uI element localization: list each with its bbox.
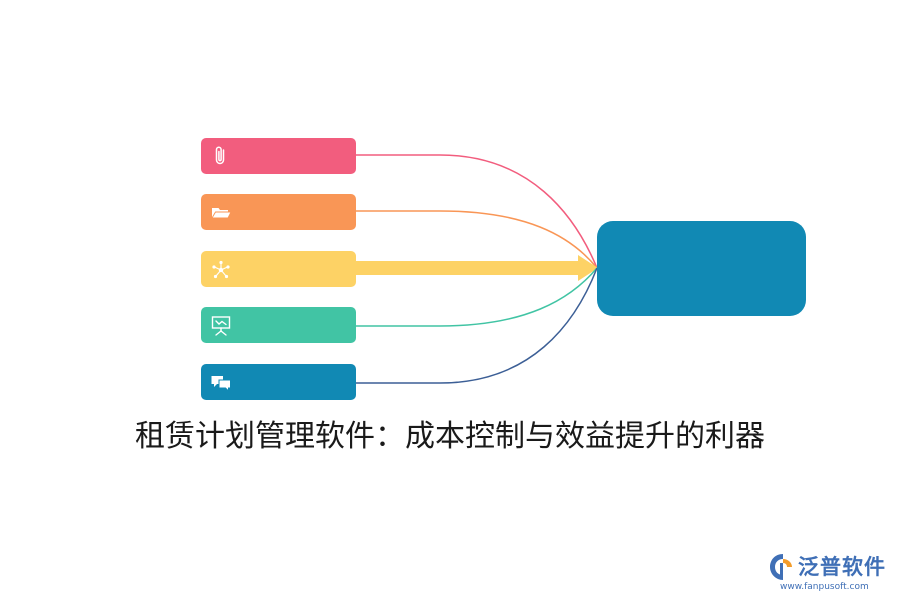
connector-line-1 xyxy=(356,154,598,269)
item-box-3 xyxy=(201,251,356,287)
watermark-url: www.fanpusoft.com xyxy=(780,582,869,592)
watermark-name: 泛普软件 xyxy=(798,555,886,579)
network-icon xyxy=(212,260,230,279)
connector-arrowhead xyxy=(578,255,598,281)
page-title: 租赁计划管理软件：成本控制与效益提升的利器 xyxy=(135,419,765,454)
central-node xyxy=(597,221,806,316)
item-box-5 xyxy=(201,364,356,400)
presentation-board-icon xyxy=(211,316,231,336)
item-box-2 xyxy=(201,194,356,230)
folder-open-icon xyxy=(211,208,232,219)
item-box-4 xyxy=(201,307,356,343)
watermark-logo: 泛普软件 www.fanpusoft.com xyxy=(768,552,892,596)
fanpu-logo-icon xyxy=(770,554,792,580)
paperclip-icon xyxy=(215,146,225,165)
connector-line-2 xyxy=(356,210,598,269)
connector-line-5 xyxy=(356,267,598,384)
item-box-1 xyxy=(201,138,356,174)
chat-bubbles-icon xyxy=(211,376,231,393)
connector-line-4 xyxy=(356,267,598,327)
